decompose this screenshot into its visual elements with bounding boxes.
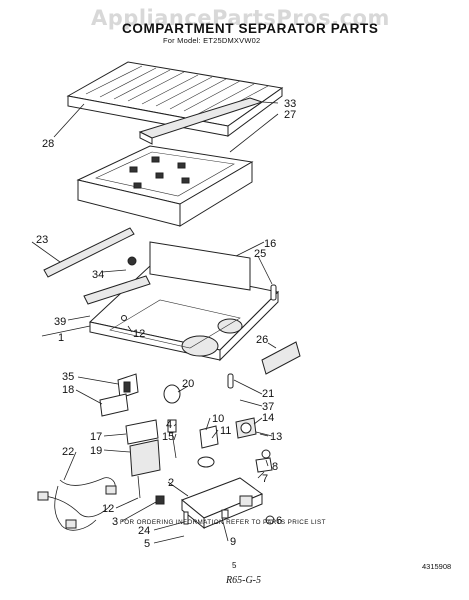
part-1-separator-housing (83, 241, 280, 362)
callout-26: 26 (256, 334, 268, 346)
model-line: For Model: ET25DMXVW02 (163, 36, 261, 45)
callout-20: 20 (182, 378, 194, 390)
callout-23: 23 (36, 234, 48, 246)
callout-19: 19 (90, 445, 102, 457)
callout-12-upper: 12 (133, 328, 145, 340)
callout-2: 2 (168, 477, 174, 489)
part-33-front-trim (138, 97, 264, 145)
callout-7: 7 (262, 473, 268, 485)
callout-21: 21 (262, 388, 274, 400)
part-27-separator-frame (76, 145, 254, 227)
part-35-18-damper-parts (99, 373, 161, 499)
callout-33: 33 (284, 98, 296, 110)
part-control-components (197, 373, 273, 473)
callout-24: 24 (138, 525, 150, 537)
part-23-strip (43, 227, 135, 278)
callout-4: 4 (166, 419, 172, 431)
ordering-footer: FOR ORDERING INFORMATION REFER TO PARTS … (120, 519, 326, 526)
page-number: 5 (232, 561, 237, 570)
handwritten-note: R65-G-5 (226, 575, 261, 586)
part-26-cover (261, 341, 301, 375)
callout-27: 27 (284, 109, 296, 121)
callout-14: 14 (262, 412, 274, 424)
callout-34: 34 (92, 269, 104, 281)
callout-28: 28 (42, 138, 54, 150)
callout-17: 17 (90, 431, 102, 443)
callout-39: 39 (54, 316, 66, 328)
callout-13: 13 (270, 431, 282, 443)
callout-11: 11 (220, 425, 231, 437)
callout-25: 25 (254, 248, 266, 260)
callout-9: 9 (230, 536, 236, 548)
callout-18: 18 (62, 384, 74, 396)
callout-3: 3 (112, 516, 118, 528)
callout-6: 6 (276, 515, 282, 527)
callout-1: 1 (58, 332, 64, 344)
callout-8: 8 (272, 461, 278, 473)
callout-5: 5 (144, 538, 150, 550)
watermark: AppliancePartsPros.com (91, 6, 390, 30)
callout-16: 16 (264, 238, 276, 250)
callout-37: 37 (262, 401, 274, 413)
callout-22: 22 (62, 446, 74, 458)
callout-35: 35 (62, 371, 74, 383)
part-2-base-bracket (155, 477, 275, 530)
callout-12-lower: 12 (102, 503, 114, 515)
part-25-clip (270, 284, 277, 301)
part-22-wire-harness (37, 477, 117, 531)
diagram-title: COMPARTMENT SEPARATOR PARTS (122, 21, 379, 36)
leader-lines (31, 101, 279, 544)
part-20-4-15-fittings (163, 384, 181, 459)
callout-labels: 33 27 28 23 16 25 34 39 12 1 26 35 18 20… (36, 98, 296, 550)
callout-15: 15 (162, 431, 174, 443)
document-code: 4315908 (422, 562, 452, 571)
callout-10: 10 (212, 413, 224, 425)
